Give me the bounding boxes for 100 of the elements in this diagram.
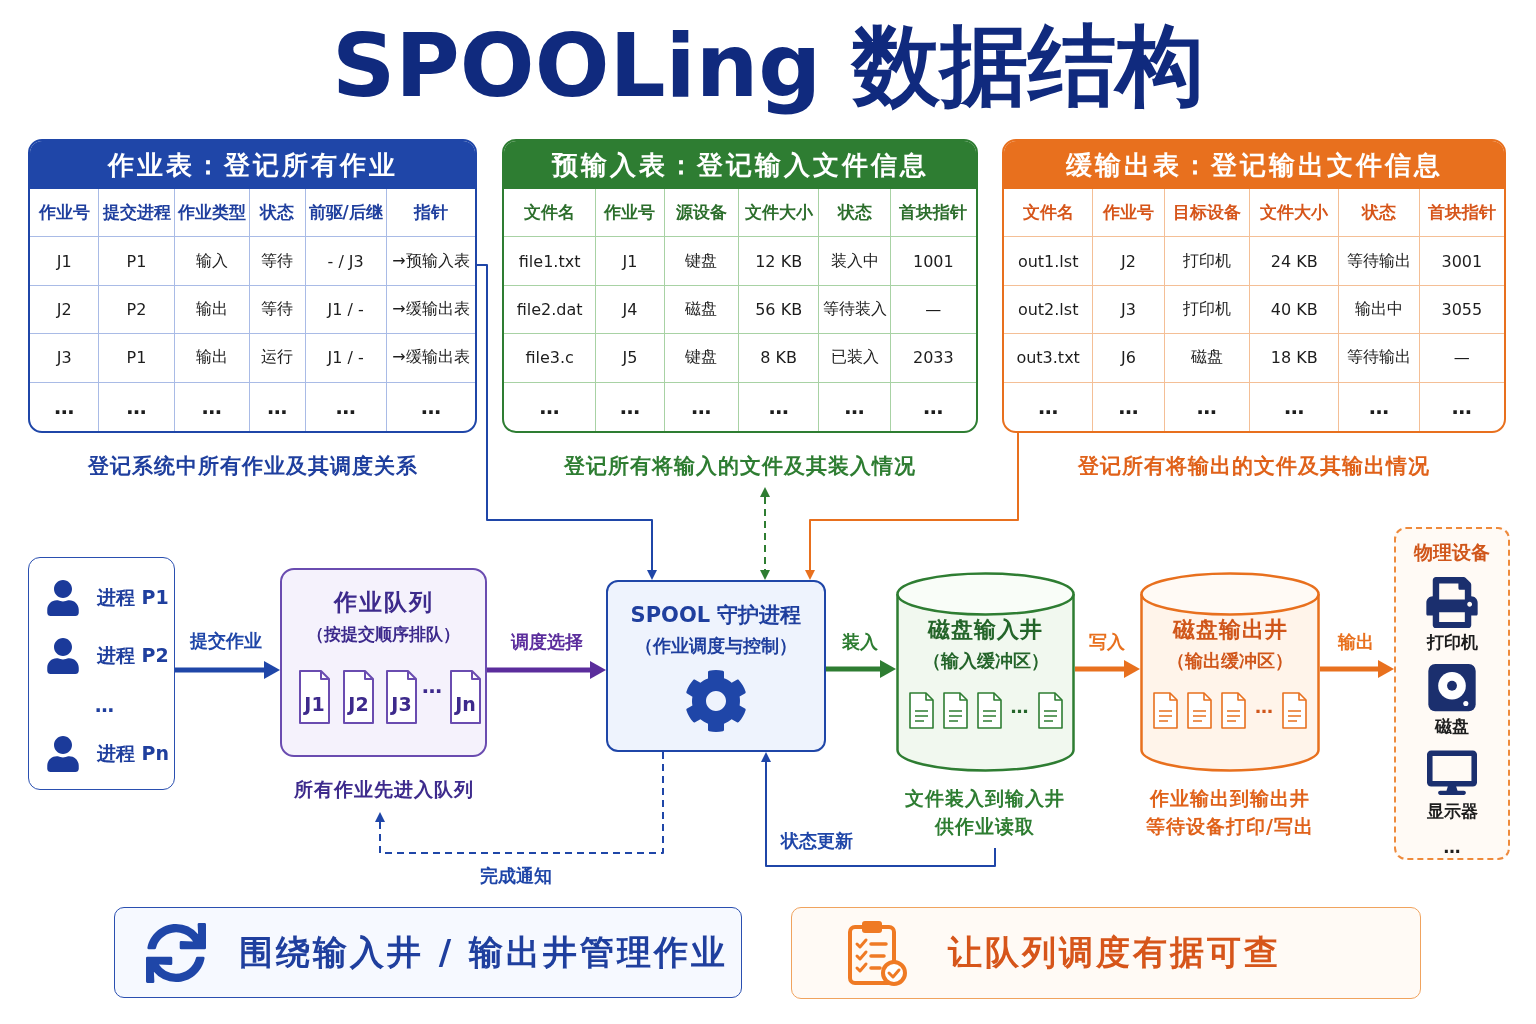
arrow: [487, 661, 606, 679]
panel-heading: 物理设备: [1414, 540, 1490, 565]
table-cell: J2: [30, 285, 100, 335]
table-cell: 输出中: [1339, 285, 1420, 335]
arrow: [761, 752, 996, 867]
table-cell: J1: [30, 237, 100, 286]
table-cell: 磁盘: [1164, 334, 1251, 383]
table-cell: J1: [596, 237, 665, 286]
node-caption: 作业输出到输出井等待设备打印/写出: [1145, 786, 1315, 839]
table-cell: …: [1004, 382, 1094, 431]
table-cell: out3.txt: [1004, 334, 1094, 383]
banner-text: 让队列调度有据可查: [948, 931, 1281, 974]
table-cell: 已装入: [819, 334, 891, 383]
table-cell: J1 / -: [305, 334, 387, 383]
table-cell: - / J3: [305, 237, 387, 286]
well-title: 磁盘输出井: [1172, 617, 1288, 643]
table-cell: 装入中: [819, 237, 891, 286]
ellipsis: …: [1255, 696, 1273, 719]
node-caption: 登记所有将输入的文件及其装入情况: [564, 453, 916, 480]
table-cell: …: [250, 382, 306, 431]
table-cell: …: [1339, 382, 1420, 431]
column-header: 提交进程: [99, 189, 175, 238]
node-caption: 登记所有将输出的文件及其输出情况: [1078, 453, 1430, 480]
table-cell: →预输入表: [386, 237, 475, 286]
device-panel: [1394, 527, 1510, 860]
table-cell: 键盘: [664, 237, 739, 286]
table-cell: J3: [1093, 285, 1165, 335]
table-cell: 等待: [250, 285, 306, 335]
table-cell: 24 KB: [1250, 237, 1340, 286]
device-label: 磁盘: [1435, 714, 1469, 737]
node-caption: 文件装入到输入井供作业读取: [904, 786, 1066, 839]
column-header: 状态: [250, 189, 306, 238]
queue-title: 作业队列: [333, 588, 434, 617]
table-cell: file2.dat: [504, 285, 597, 335]
table-cell: 磁盘: [664, 285, 739, 335]
column-header: 目标设备: [1164, 189, 1251, 238]
table-cell: →缓输出表: [386, 334, 475, 383]
table-cell: 输出: [174, 334, 250, 383]
column-header: 作业号: [1093, 189, 1165, 238]
ellipsis: …: [95, 694, 114, 716]
device-label: 显示器: [1426, 800, 1478, 822]
table-cell: file3.c: [504, 334, 597, 383]
edge-label: 调度选择: [508, 631, 586, 653]
table-cell: J4: [596, 285, 665, 335]
daemon-subtitle: （作业调度与控制）: [635, 634, 797, 658]
process-label: 进程 P2: [97, 643, 169, 668]
data-table: [1002, 139, 1506, 433]
table-cell: 打印机: [1164, 237, 1251, 286]
table-cell: —: [890, 285, 976, 335]
arrow: [1075, 660, 1140, 678]
table-cell: J5: [596, 334, 665, 383]
column-header: 状态: [1339, 189, 1420, 238]
edge-label: 写入: [1086, 631, 1128, 653]
table-cell: …: [305, 382, 387, 431]
data-table: [28, 139, 477, 433]
table-cell: 等待输出: [1339, 334, 1420, 383]
table-cell: …: [1250, 382, 1340, 431]
table-cell: …: [819, 382, 891, 431]
table-cell: 1001: [890, 237, 976, 286]
job-file: Jn: [450, 670, 481, 724]
column-header: 指针: [386, 189, 475, 238]
edge-label: 装入: [839, 631, 881, 653]
table-cell: 等待装入: [819, 285, 891, 335]
table-cell: 输出: [174, 285, 250, 335]
table-cell: J1 / -: [305, 285, 387, 335]
table-cell: P1: [99, 334, 175, 383]
arrow: [476, 264, 657, 580]
table-cell: J3: [30, 334, 100, 383]
column-header: 文件大小: [1250, 189, 1340, 238]
column-header: 源设备: [664, 189, 739, 238]
ellipsis: …: [422, 674, 442, 698]
process-label: 进程 P1: [97, 585, 169, 610]
table-cell: out1.lst: [1004, 237, 1094, 286]
column-header: 首块指针: [1419, 189, 1504, 238]
table-cell: 打印机: [1164, 285, 1251, 335]
table-cell: 40 KB: [1250, 285, 1340, 335]
table-cell: 3055: [1419, 285, 1504, 335]
table-cell: 运行: [250, 334, 306, 383]
table-cell: …: [174, 382, 250, 431]
diagram-title: SPOOLing 数据结构: [332, 18, 1204, 114]
table-cell: J2: [1093, 237, 1165, 286]
job-file: J2: [343, 670, 374, 724]
table-cell: 键盘: [664, 334, 739, 383]
ellipsis: …: [1010, 696, 1029, 719]
table-cell: …: [1093, 382, 1165, 431]
table-cell: 3001: [1419, 237, 1504, 286]
column-header: 前驱/后继: [305, 189, 387, 238]
column-header: 首块指针: [890, 189, 976, 238]
edge-label: 提交作业: [187, 630, 265, 652]
table-cell: 56 KB: [739, 285, 820, 335]
table-cell: …: [664, 382, 739, 431]
table-cell: —: [1419, 334, 1504, 383]
daemon-title: SPOOL 守护进程: [630, 602, 802, 629]
summary-banner: [114, 907, 742, 998]
table-cell: file1.txt: [504, 237, 597, 286]
arrow: [175, 661, 280, 679]
summary-banner: [791, 907, 1421, 999]
table-cell: …: [30, 382, 100, 431]
well-subtitle: （输出缓冲区）: [1167, 649, 1293, 673]
table-cell: …: [596, 382, 665, 431]
